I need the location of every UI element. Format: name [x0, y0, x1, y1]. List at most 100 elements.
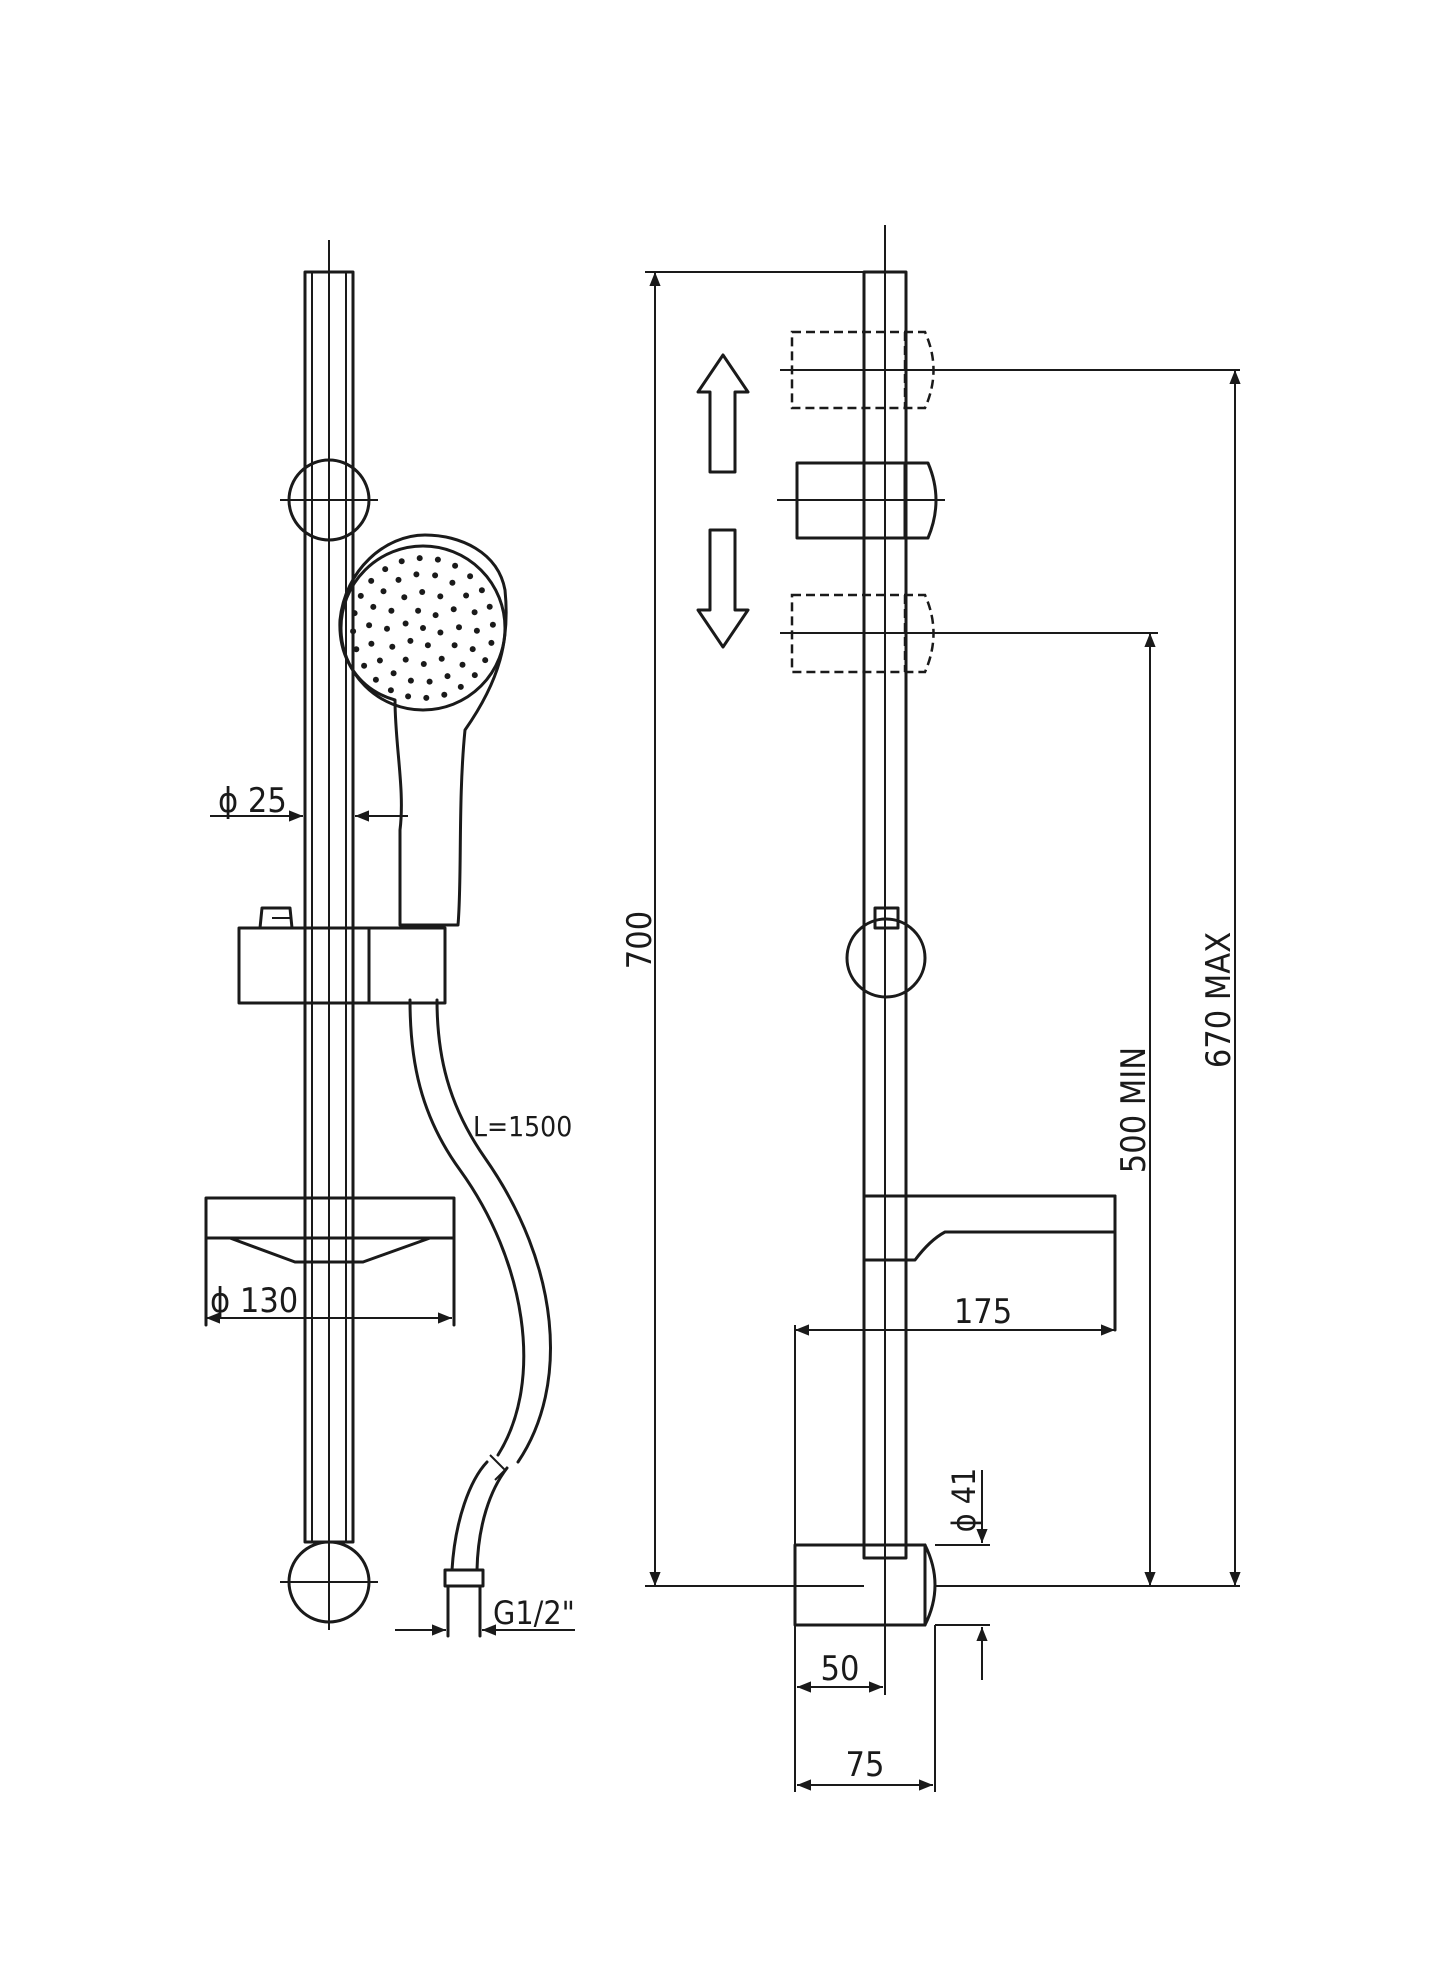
nozzle-dot	[384, 625, 390, 632]
dim-dish-depth-label: 175	[954, 1292, 1012, 1332]
dim-dish-depth: 175	[794, 1292, 1115, 1545]
nozzle-dot	[368, 640, 375, 647]
dim-max-height: 670 MAX	[935, 369, 1241, 1587]
nozzle-dot	[357, 592, 364, 599]
nozzle-dot	[382, 566, 389, 573]
holder-position-max	[780, 330, 945, 410]
dim-bracket-diameter: ϕ 41	[935, 1468, 990, 1680]
nozzle-dot	[390, 670, 397, 677]
nozzle-dot	[452, 562, 459, 569]
nozzle-dot	[366, 622, 373, 629]
nozzle-dot	[415, 607, 422, 614]
dim-head-diameter-label: ϕ 130	[210, 1281, 298, 1321]
nozzle-dot	[451, 642, 458, 649]
shower-hose	[408, 998, 552, 1638]
nozzle-dot	[419, 589, 426, 595]
front-soap-dish	[204, 1196, 456, 1327]
dim-total-height-label: 700	[620, 911, 660, 969]
holder-position-current	[777, 461, 945, 540]
nozzle-dot	[361, 662, 368, 669]
hand-shower-head	[338, 533, 508, 927]
nozzle-dot	[423, 694, 430, 701]
nozzle-dot	[395, 576, 402, 583]
dim-bracket-offset: 50	[797, 1649, 883, 1693]
nozzle-dot	[401, 594, 408, 601]
nozzle-dot	[478, 587, 485, 594]
dim-bracket-depth-label: 75	[846, 1745, 885, 1785]
nozzle-dot	[398, 558, 405, 565]
nozzle-dot	[407, 637, 414, 644]
holder-position-min	[780, 593, 945, 674]
slide-up-arrow-icon	[696, 353, 750, 474]
nozzle-dot	[387, 687, 394, 694]
nozzle-dot	[463, 592, 470, 599]
side-view: 700 670 MAX 500 MIN 175 ϕ 41	[620, 225, 1241, 1792]
nozzle-dot	[376, 657, 383, 664]
dim-thread-label: G1/2"	[493, 1594, 575, 1632]
front-slider-bracket	[237, 906, 447, 1005]
nozzle-dot	[488, 639, 495, 646]
nozzle-dot	[467, 573, 474, 580]
nozzle-dot	[420, 661, 427, 667]
dim-total-height: 700	[620, 271, 864, 1587]
nozzle-dot	[473, 627, 480, 634]
nozzle-dot	[353, 646, 360, 653]
nozzle-dot	[351, 610, 358, 617]
nozzle-dot	[489, 621, 496, 628]
nozzle-dot	[432, 572, 439, 579]
nozzle-dot	[432, 612, 439, 619]
nozzle-dot	[426, 678, 433, 685]
nozzle-dot	[486, 603, 493, 610]
nozzle-dot	[413, 571, 420, 578]
side-soap-dish	[862, 1194, 1117, 1332]
nozzle-dot	[368, 577, 375, 584]
nozzle-dot	[372, 676, 379, 683]
hose-length-label: L=1500	[473, 1110, 572, 1143]
front-bottom-wall-bracket	[280, 1540, 378, 1624]
nozzle-dot	[434, 556, 441, 563]
nozzle-dot	[450, 606, 457, 613]
side-wall-mount	[845, 906, 927, 999]
dim-thread: G1/2"	[395, 1594, 575, 1636]
dim-bracket-depth: 75	[797, 1745, 933, 1791]
nozzle-dot	[424, 642, 431, 649]
nozzle-dot	[438, 655, 445, 662]
nozzle-dot	[380, 588, 387, 595]
nozzle-dot	[402, 620, 409, 627]
nozzle-dot	[389, 643, 396, 650]
nozzle-dot	[471, 609, 478, 616]
dim-bar-diameter: ϕ 25	[210, 781, 408, 822]
dim-bracket-diameter-label: ϕ 41	[945, 1468, 983, 1533]
nozzle-dot	[437, 593, 444, 600]
nozzle-dot	[449, 579, 456, 586]
nozzle-dot	[471, 672, 478, 679]
nozzle-dot	[350, 628, 357, 635]
nozzle-dot	[407, 677, 414, 684]
nozzle-dot	[405, 693, 412, 700]
slide-down-arrow-icon	[696, 528, 750, 649]
dim-min-height: 500 MIN	[945, 632, 1158, 1586]
nozzle-dot	[444, 673, 451, 680]
nozzle-dot	[420, 625, 426, 631]
side-rail-bar	[862, 270, 908, 1560]
nozzle-dot	[457, 683, 464, 690]
dim-min-height-label: 500 MIN	[1114, 1047, 1154, 1173]
dim-max-height-label: 670 MAX	[1199, 932, 1239, 1068]
nozzle-dot	[416, 555, 423, 562]
nozzle-dot	[437, 629, 444, 636]
nozzle-dot	[402, 656, 409, 663]
front-top-wall-bracket	[280, 458, 378, 542]
nozzle-dot	[441, 691, 448, 698]
nozzle-dot	[482, 657, 489, 664]
nozzle-dot	[459, 661, 466, 668]
shower-nozzles	[350, 555, 496, 701]
front-view: ϕ 25 ϕ 130 L=1500 G1/2"	[204, 240, 575, 1638]
dim-head-diameter: ϕ 130	[206, 1281, 452, 1324]
nozzle-dot	[469, 646, 476, 653]
dim-bracket-offset-label: 50	[821, 1649, 860, 1689]
nozzle-dot	[388, 607, 395, 614]
dim-bar-diameter-label: ϕ 25	[218, 781, 287, 821]
nozzle-dot	[370, 603, 377, 610]
nozzle-dot	[456, 624, 462, 631]
